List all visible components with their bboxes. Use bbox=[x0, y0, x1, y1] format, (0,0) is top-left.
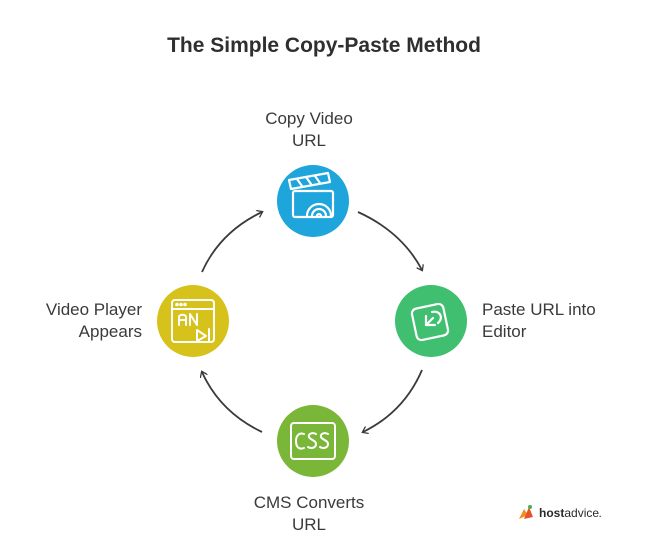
clapperboard-stream-icon bbox=[287, 171, 335, 219]
step-circle bbox=[277, 165, 349, 237]
step-node-copy-video-url bbox=[277, 165, 349, 237]
step-label-paste-url: Paste URL into Editor bbox=[482, 300, 596, 341]
hostadvice-logo-icon bbox=[519, 505, 533, 519]
step-node-cms-converts bbox=[277, 405, 349, 477]
css-code-icon bbox=[290, 422, 336, 460]
step-label-video-player: Video Player Appears bbox=[45, 300, 142, 341]
arrow-top-to-right bbox=[357, 211, 422, 270]
video-player-window-icon bbox=[171, 299, 215, 343]
arrow-right-to-bottom bbox=[363, 369, 423, 432]
arrow-left-to-top bbox=[201, 212, 262, 273]
page-title: The Simple Copy-Paste Method bbox=[167, 34, 481, 57]
step-circle bbox=[157, 285, 229, 357]
step-node-video-player bbox=[157, 285, 229, 357]
step-label-cms-converts: CMS Converts URL bbox=[253, 493, 365, 534]
arrow-bottom-to-left bbox=[202, 372, 263, 433]
step-label-copy-video-url: Copy Video URL bbox=[265, 109, 353, 150]
step-node-paste-url bbox=[395, 285, 467, 357]
paste-arrow-icon bbox=[410, 302, 450, 342]
